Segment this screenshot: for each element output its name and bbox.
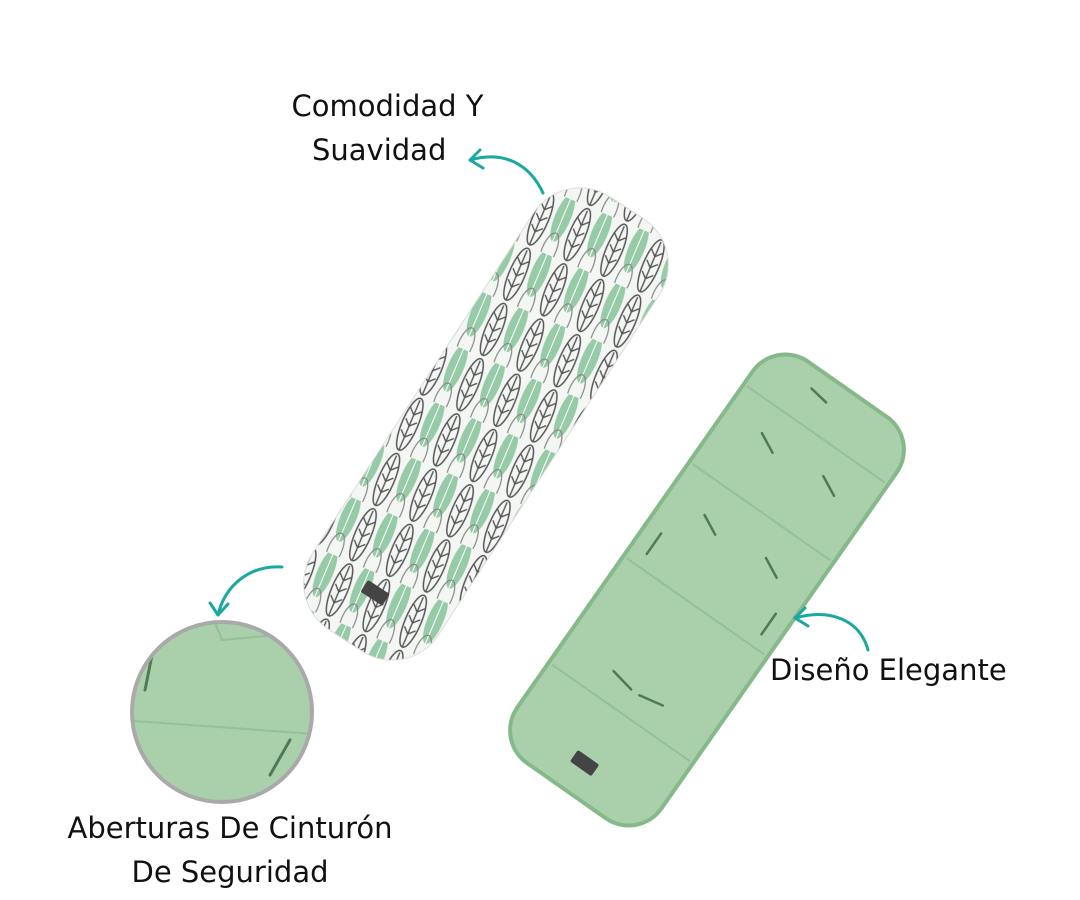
- label-comfort-line2: Suavidad: [312, 133, 447, 167]
- label-comfort: Comodidad Y Suavidad: [270, 84, 505, 172]
- arrow-icon-belt: [208, 565, 284, 617]
- belt-opening-zoom-detail: [130, 620, 314, 804]
- arrow-icon-comfort: [468, 148, 545, 195]
- label-comfort-line1: Comodidad Y: [291, 89, 484, 123]
- arrow-icon-design: [793, 606, 870, 652]
- brand-logo-tag: [361, 580, 390, 606]
- label-belt-line1: Aberturas De Cinturón: [67, 811, 393, 845]
- patterned-seat-liner: [303, 187, 669, 661]
- label-belt: Aberturas De Cinturón De Seguridad: [40, 806, 420, 894]
- label-design: Diseño Elegante: [770, 653, 1007, 687]
- brand-logo-tag: [570, 750, 599, 776]
- green-seat-liner: [508, 352, 906, 828]
- label-belt-line2: De Seguridad: [131, 855, 329, 889]
